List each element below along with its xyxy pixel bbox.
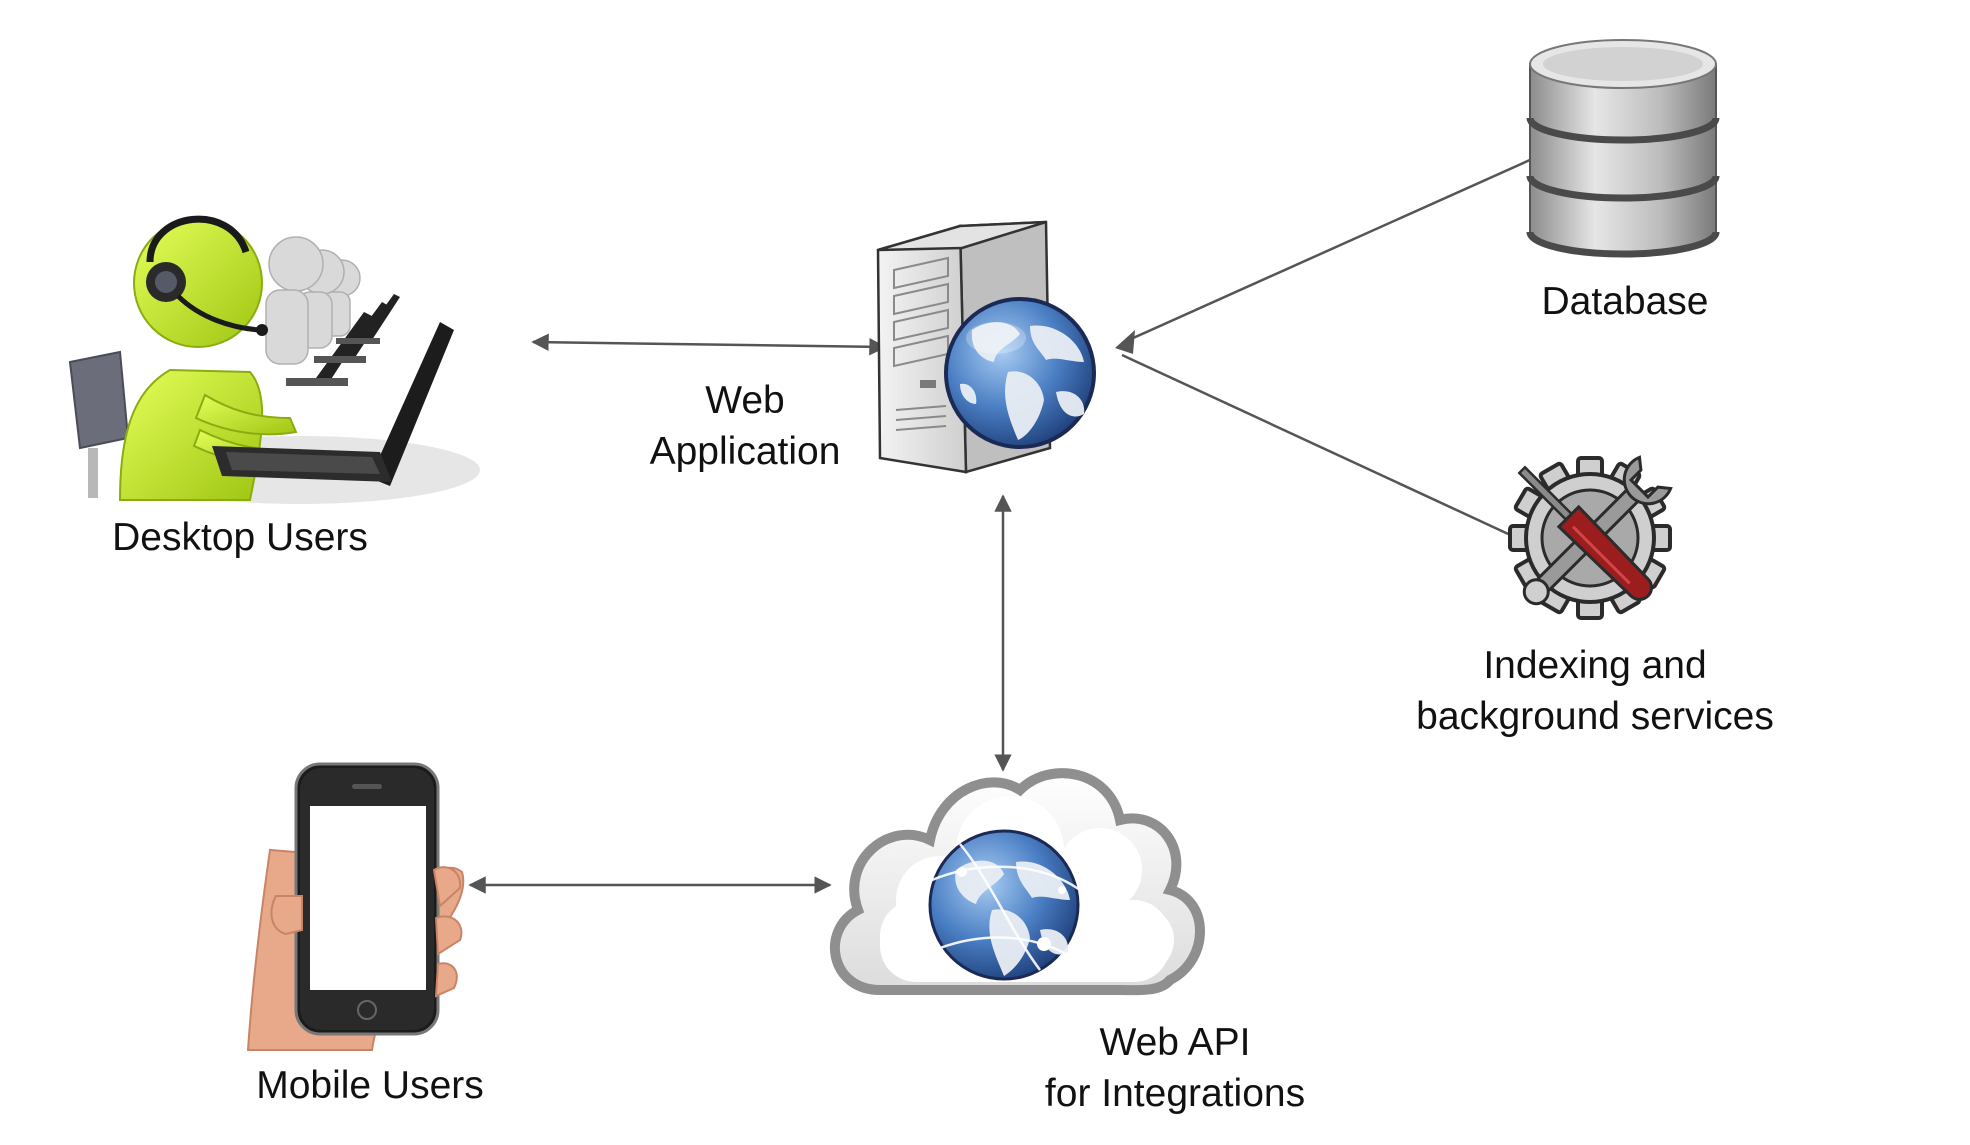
web-api-label-line1: Web API — [1099, 1021, 1251, 1064]
gear-tools-icon — [1508, 455, 1673, 620]
web-application-label-line2: Application — [649, 430, 841, 473]
connector-desktop-webapp — [531, 333, 887, 356]
web-application-label-line1: Web — [705, 379, 785, 422]
web-api-label: Web API for Integrations — [970, 1017, 1380, 1119]
web-application-label: Web Application — [600, 375, 890, 477]
diamond-arrowhead — [1115, 330, 1135, 354]
services-label-line1: Indexing and — [1483, 644, 1707, 687]
desktop-users-label: Desktop Users — [112, 516, 368, 559]
database-cylinder-icon — [1526, 39, 1720, 258]
connector-webapp-services — [1121, 353, 1534, 547]
services-label: Indexing and background services — [1380, 640, 1810, 742]
mobile-users-label: Mobile Users — [256, 1064, 484, 1107]
call-center-agents-icon — [68, 215, 480, 504]
web-api-label-line2: for Integrations — [1044, 1072, 1306, 1115]
services-label-line2: background services — [1416, 695, 1774, 738]
connector-webapp-database — [1115, 149, 1552, 354]
cloud-globe-icon — [830, 768, 1205, 996]
database-label: Database — [1541, 280, 1709, 323]
web-server-globe-icon — [876, 220, 1096, 474]
smartphone-in-hand-icon — [246, 762, 465, 1051]
